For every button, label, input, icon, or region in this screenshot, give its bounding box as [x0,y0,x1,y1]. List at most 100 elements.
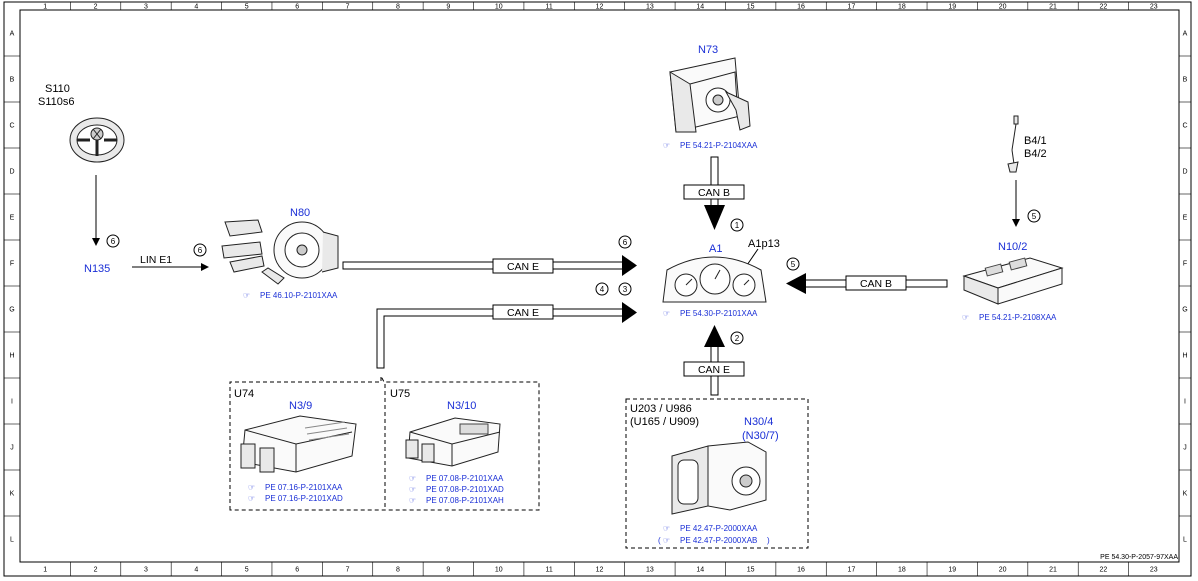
marker-6-n135: 6 [193,243,207,257]
grid-row-label: J [1183,445,1187,452]
u74-label: U74 [234,388,254,400]
n3-10-ref-1[interactable]: PE 07.08-P-2101XAA [426,474,504,483]
engine-ecu-n3-10[interactable]: U75 N3/10 ☞ PE 07.08-P-2101XAA ☞ PE 07.0… [390,388,504,505]
n3-9-label: N3/9 [289,400,312,412]
grid-row-label: F [10,261,14,268]
ecu-n3-10-icon [405,417,501,467]
svg-text:3: 3 [623,285,628,294]
grid-column-label: 2 [94,567,98,574]
fuel-sensor-icon [1007,115,1019,173]
grid-column-label: 23 [1150,567,1158,574]
can-e-upper-label: CAN E [507,261,539,273]
grid-row-label: C [1182,123,1187,130]
svg-text:4: 4 [600,285,605,294]
grid-column-label: 12 [596,567,604,574]
marker-6-n80: 6 [618,235,632,249]
marker-5-n10: 5 [786,257,800,271]
grid-row-label: L [10,537,14,544]
grid-column-label: 3 [144,4,148,11]
steering-wheel-icon [69,117,125,163]
b4-1-label: B4/1 [1024,135,1047,147]
footer-reference: PE 54.30-P-2057-97XAA [1100,554,1178,561]
sam-module-n10-2[interactable]: N10/2 ☞ PE 54.21-P-2108XAA [962,241,1064,322]
engine-ecu-group-box [229,375,540,511]
s110s6-label: S110s6 [38,96,75,108]
engine-ecu-n3-9[interactable]: U74 N3/9 ☞ PE 07.16-P-2101XAA ☞ PE 07.16… [234,388,357,503]
sam-module-icon [962,257,1064,305]
grid-row-label: F [1183,261,1187,268]
grid-row-label: C [9,123,14,130]
grid-column-label: 12 [596,4,604,11]
grid-column-label: 20 [999,567,1007,574]
can-e-n30-label: CAN E [698,364,730,376]
n30-ref-1[interactable]: PE 42.47-P-2000XAA [680,524,758,533]
n30-ref-icon-1: ☞ [663,524,670,533]
grid-column-label: 7 [346,4,350,11]
n3-9-ref-icon-2: ☞ [248,494,255,503]
n10-2-ref[interactable]: PE 54.21-P-2108XAA [979,313,1057,322]
fuel-level-sensor-b4[interactable]: B4/1 B4/2 [1007,115,1047,173]
can-e-bus-from-n30: CAN E [683,325,745,396]
grid-column-label: 7 [346,567,350,574]
grid-column-label: 5 [245,567,249,574]
grid-column-label: 18 [898,567,906,574]
n80-label: N80 [290,207,310,219]
grid-row-label: B [1183,77,1188,84]
grid-row-label: D [1182,169,1187,176]
instrument-cluster-a1[interactable]: A1 A1p13 ☞ PE 54.30-P-2101XAA [662,238,780,318]
n80-ref[interactable]: PE 46.10-P-2101XAA [260,291,338,300]
grid-column-label: 20 [999,4,1007,11]
column-module-icon [221,219,339,285]
grid-row-label: J [10,445,14,452]
grid-column-label: 21 [1049,4,1057,11]
n30-ref-icon-2: ☞ [663,536,670,545]
n73-ref-icon: ☞ [663,141,670,150]
ecu-n3-9-icon [240,415,357,473]
grid-row-label: K [10,491,15,498]
n73-ref[interactable]: PE 54.21-P-2104XAA [680,141,758,150]
n3-10-ref-icon-2: ☞ [409,485,416,494]
n30-ref2-open: ( [658,536,661,545]
ignition-switch-icon [669,57,751,133]
n3-10-ref-icon-3: ☞ [409,496,416,505]
u203-label: U203 / U986 [630,403,692,415]
marker-1: 1 [730,218,744,232]
n3-10-label: N3/10 [447,400,476,412]
n3-9-ref-2[interactable]: PE 07.16-P-2101XAD [265,494,343,503]
n30-ref-2[interactable]: PE 42.47-P-2000XAB [680,536,757,545]
svg-text:1: 1 [735,221,740,230]
grid-column-label: 13 [646,4,654,11]
grid-column-label: 16 [797,4,805,11]
grid-row-label: D [9,169,14,176]
esp-group-box [625,398,809,549]
esp-control-unit-n30-4[interactable]: U203 / U986 (U165 / U909) N30/4 (N30/7) … [630,403,779,545]
grid-column-label: 2 [94,4,98,11]
ignition-switch-n73[interactable]: N73 ☞ PE 54.21-P-2104XAA [663,44,758,150]
svg-text:5: 5 [1032,212,1037,221]
grid-column-label: 4 [194,567,198,574]
grid-column-label: 13 [646,567,654,574]
steering-wheel-s110[interactable]: S110 S110s6 [38,83,125,163]
n3-10-ref-icon-1: ☞ [409,474,416,483]
n135-label[interactable]: N135 [84,263,110,275]
grid-column-label: 14 [696,567,704,574]
instrument-cluster-icon [662,256,767,303]
svg-text:6: 6 [111,237,116,246]
n3-10-ref-3[interactable]: PE 07.08-P-2101XAH [426,496,504,505]
grid-row-label: E [10,215,15,222]
a1-label: A1 [709,243,722,255]
n73-label: N73 [698,44,718,56]
grid-row-label: I [1184,399,1186,406]
a1-ref[interactable]: PE 54.30-P-2101XAA [680,309,758,318]
can-b-bus-right: CAN B [786,273,948,294]
grid-row-label: I [11,399,13,406]
grid-column-label: 1 [43,4,47,11]
n3-9-ref-1[interactable]: PE 07.16-P-2101XAA [265,483,343,492]
steering-column-module-n80[interactable]: N80 ☞ PE 46.10-P-2101XAA [221,207,339,300]
n3-10-ref-2[interactable]: PE 07.08-P-2101XAD [426,485,504,494]
svg-text:6: 6 [623,238,628,247]
